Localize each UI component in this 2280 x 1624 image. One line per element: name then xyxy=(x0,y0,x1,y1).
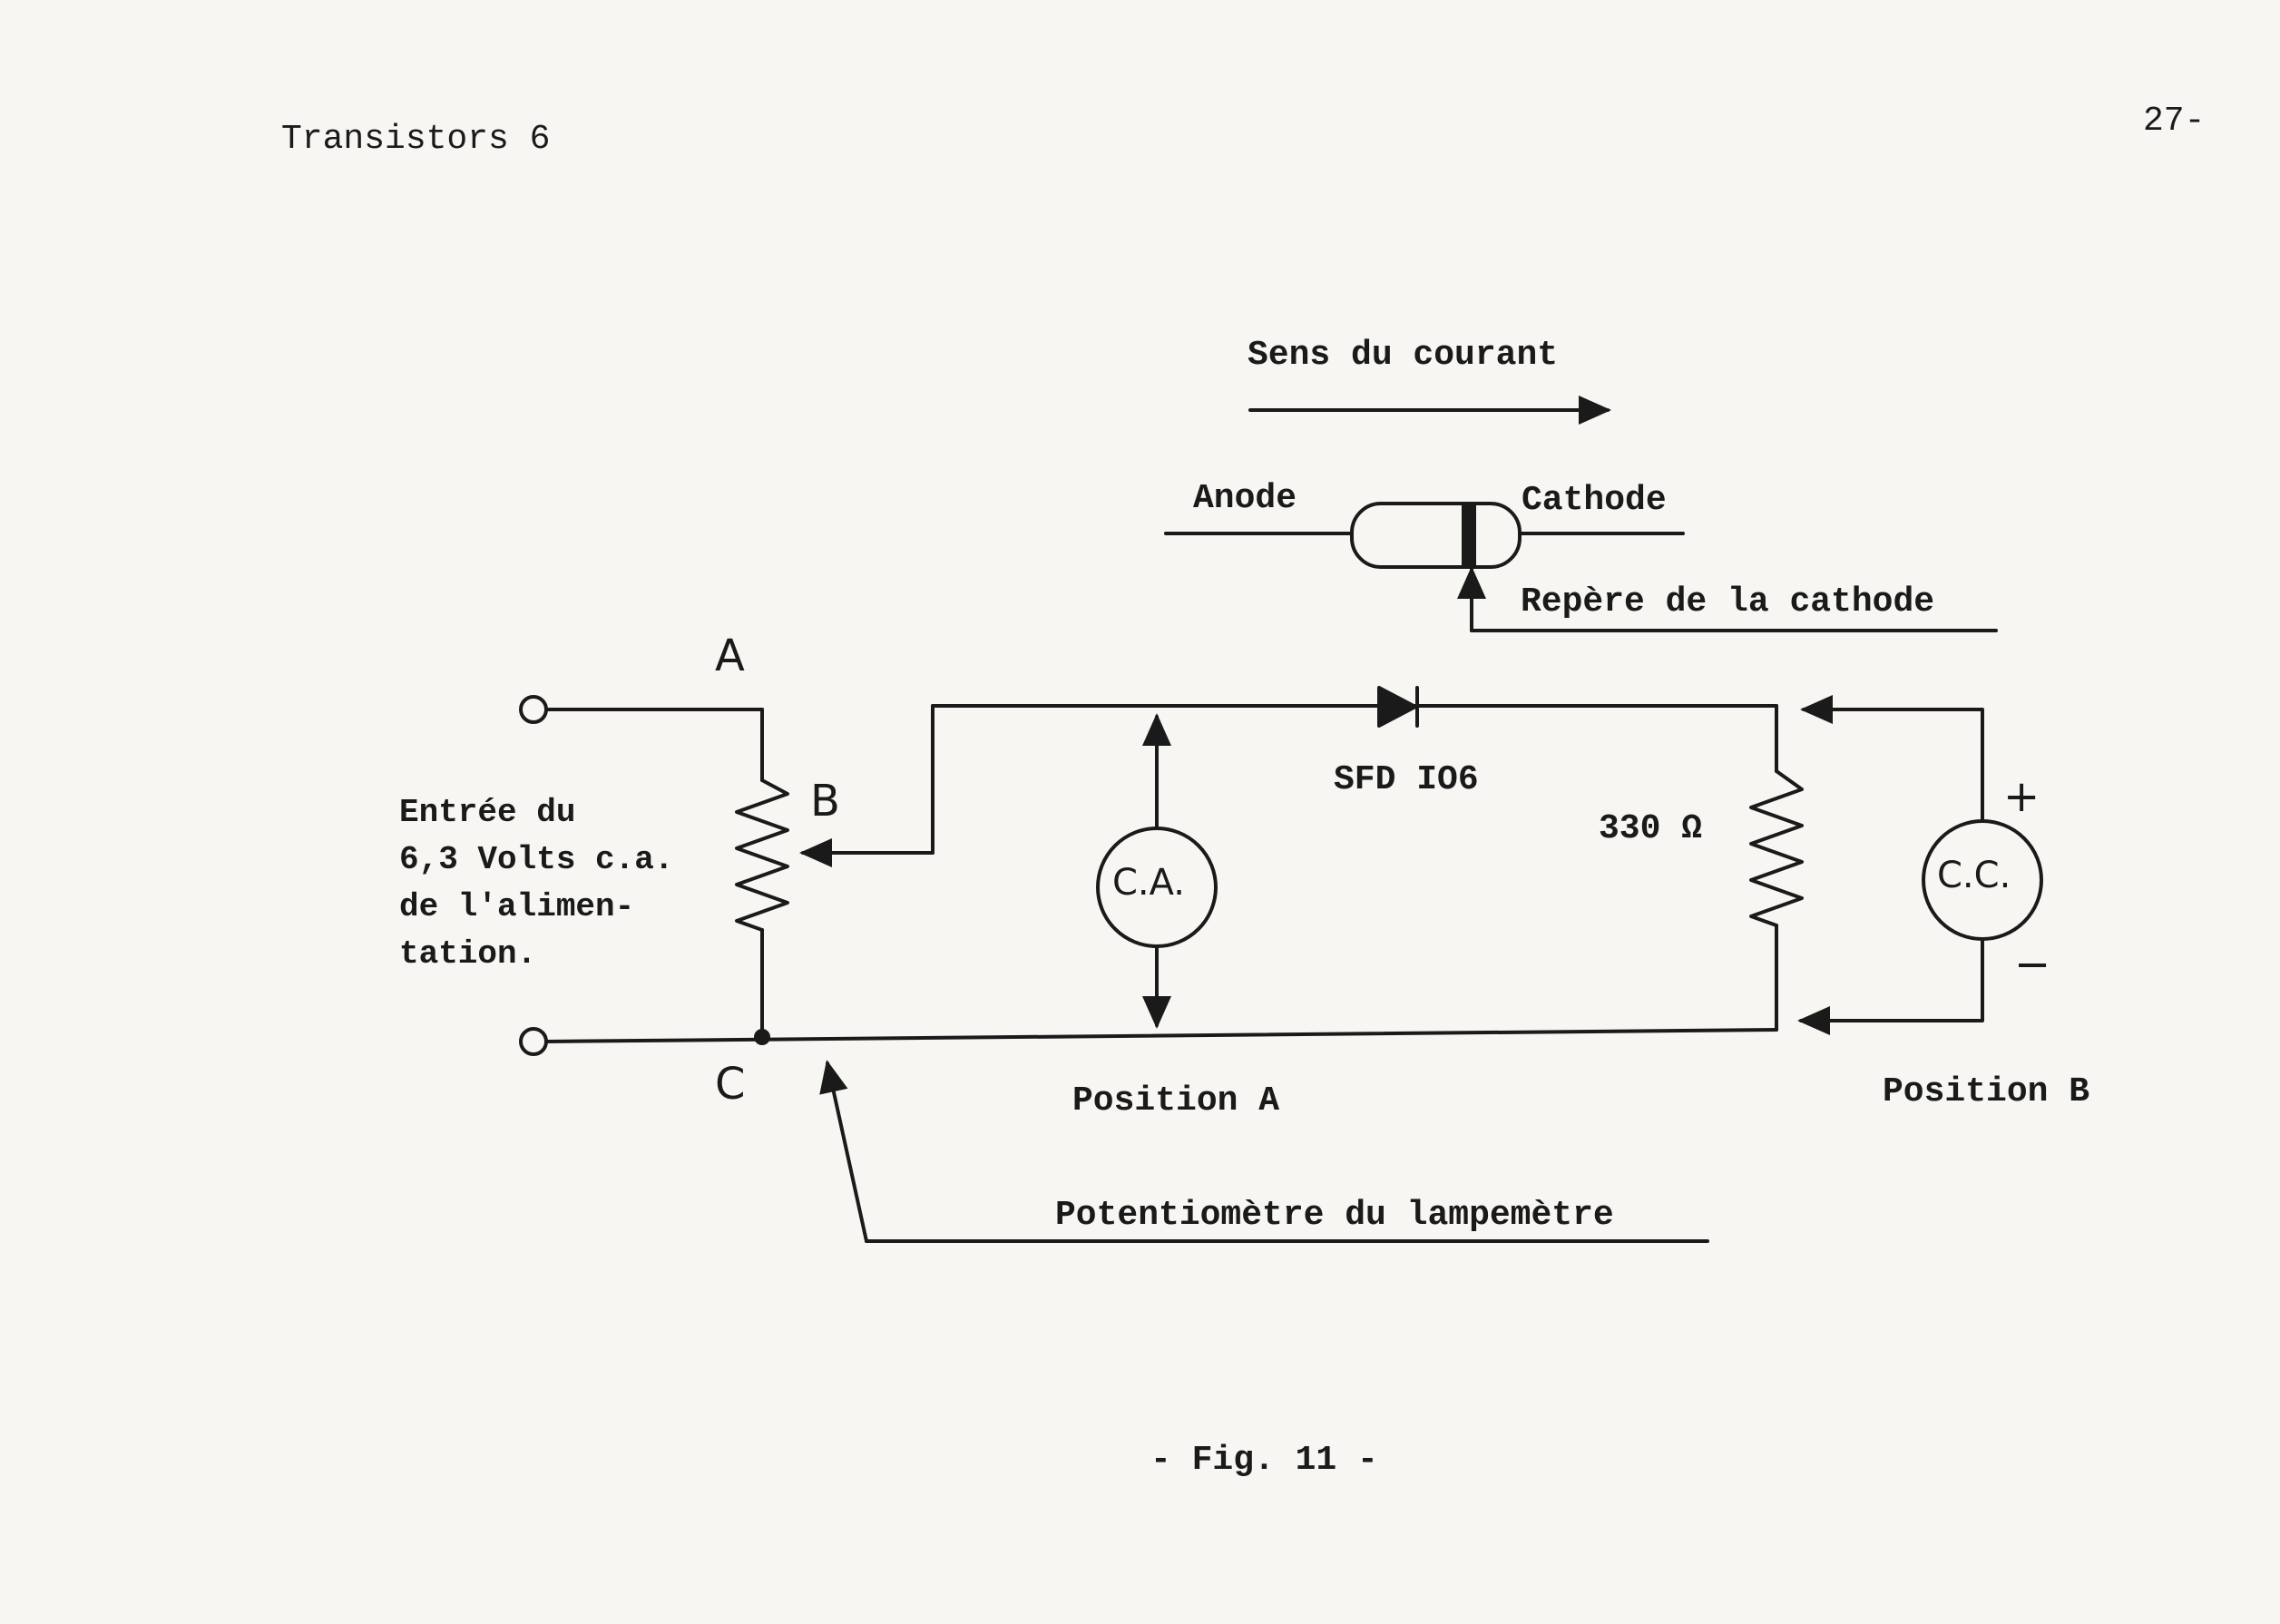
page-number: 27- xyxy=(2143,102,2206,141)
input-label: Entrée du 6,3 Volts c.a. de l'alimen- ta… xyxy=(399,789,673,978)
resistor-330 xyxy=(1749,769,1804,927)
header-title: Transistors 6 xyxy=(281,120,551,159)
input-label-line: 6,3 Volts c.a. xyxy=(399,841,674,878)
input-label-line: Entrée du xyxy=(399,794,576,831)
anode-label: Anode xyxy=(1193,479,1297,518)
polarity-plus: + xyxy=(2003,771,2040,822)
ac-meter-label: C.A. xyxy=(1112,862,1186,904)
input-label-line: de l'alimen- xyxy=(399,888,635,925)
terminal-c-circle xyxy=(519,1027,548,1056)
position-b-label: Position B xyxy=(1883,1072,2090,1111)
diode-sfd106 xyxy=(1377,686,1419,728)
input-label-line: tation. xyxy=(399,935,537,973)
dc-meter-label: C.C. xyxy=(1937,855,2011,896)
terminal-a-circle xyxy=(519,695,548,724)
position-a-label: Position A xyxy=(1072,1081,1280,1120)
cathode-marker-label: Repère de la cathode xyxy=(1521,582,1935,621)
terminal-a-label: A xyxy=(715,631,745,681)
potentiometer-pointer-arrow xyxy=(819,1060,868,1243)
current-direction-label: Sens du courant xyxy=(1248,336,1559,375)
figure-caption: - Fig. 11 - xyxy=(1150,1441,1378,1480)
terminal-c-label: C xyxy=(715,1059,746,1110)
potentiometer-label: Potentiomètre du lampemètre xyxy=(1055,1196,1614,1235)
potentiometer-resistor xyxy=(735,778,789,932)
cathode-label: Cathode xyxy=(1522,481,1667,520)
resistor-value-label: 330 Ω xyxy=(1599,809,1703,848)
polarity-minus: − xyxy=(2014,939,2051,990)
terminal-b-label: B xyxy=(810,776,840,827)
diode-part-label: SFD IO6 xyxy=(1334,760,1479,799)
diode-symbol xyxy=(1164,502,1998,632)
